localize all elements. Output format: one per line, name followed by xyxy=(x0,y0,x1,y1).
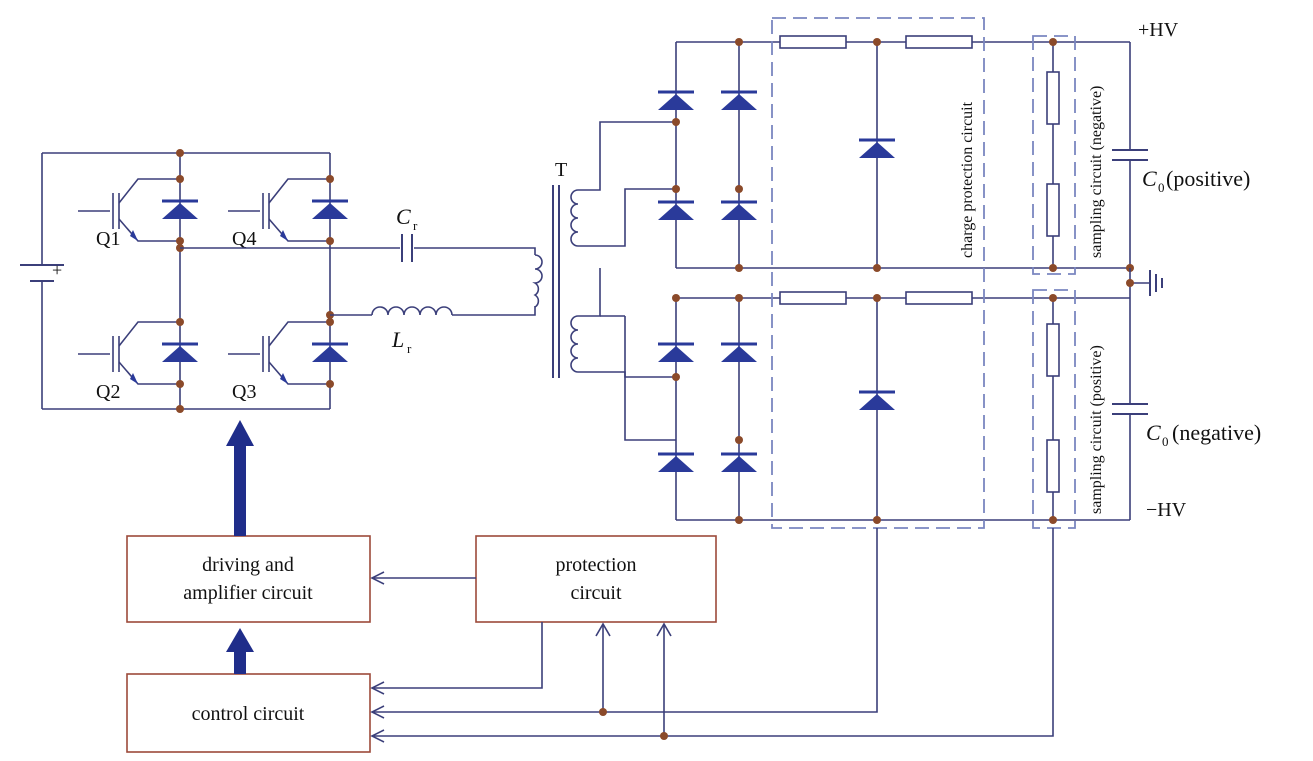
thick-arrow-up-to-driver xyxy=(226,628,254,674)
svg-text:0: 0 xyxy=(1162,434,1169,449)
q1-label: Q1 xyxy=(96,228,120,250)
driving-line2: amplifier circuit xyxy=(183,582,313,604)
dc-source-battery: + xyxy=(20,260,64,298)
lower-rectifier xyxy=(656,291,1148,524)
control-blocks: driving and amplifier circuit protection… xyxy=(126,420,1054,753)
control-circuit-box xyxy=(126,673,371,753)
hv-positive-label: +HV xyxy=(1138,19,1179,41)
charge-protection-label: charge protection circuit xyxy=(959,101,976,258)
lr-subscript: r xyxy=(407,341,412,356)
q2-label: Q2 xyxy=(96,381,120,403)
svg-text:0: 0 xyxy=(1158,180,1165,195)
resonant-tank: C r L r xyxy=(180,204,536,356)
charge-protection-region xyxy=(771,17,985,529)
protection-line2: circuit xyxy=(570,582,622,604)
svg-text:C: C xyxy=(1142,166,1157,191)
q3-label: Q3 xyxy=(232,381,256,403)
igbt-q4 xyxy=(228,178,348,242)
c0-positive-label: C 0 (positive) xyxy=(1142,166,1250,195)
battery-plus-label: + xyxy=(52,260,62,280)
thick-arrow-up-to-bridge xyxy=(226,420,254,536)
h-bridge: + xyxy=(20,149,348,413)
driving-amplifier-box xyxy=(126,535,371,623)
c0-negative-label: C 0 (negative) xyxy=(1146,420,1261,449)
transformer-label: T xyxy=(555,159,567,181)
q4-label: Q4 xyxy=(232,228,256,250)
primary-winding xyxy=(532,254,543,308)
dashed-regions xyxy=(771,17,1076,529)
sampling-negative-label: sampling circuit (negative) xyxy=(1088,86,1105,258)
svg-text:C: C xyxy=(1146,420,1161,445)
protection-line1: protection xyxy=(555,554,636,576)
sampling-positive-label: sampling circuit (positive) xyxy=(1088,345,1105,514)
igbt-q1 xyxy=(78,178,198,242)
svg-text:(positive): (positive) xyxy=(1166,166,1250,191)
control-label: control circuit xyxy=(192,703,305,725)
svg-text:(negative): (negative) xyxy=(1172,420,1261,445)
lr-inductor xyxy=(371,306,453,316)
secondary-winding-lower xyxy=(570,315,579,373)
cr-label: C xyxy=(396,204,411,229)
protection-circuit-box xyxy=(475,535,717,623)
cr-subscript: r xyxy=(413,218,418,233)
hv-negative-label: −HV xyxy=(1146,499,1187,521)
igbt-q3 xyxy=(228,321,348,385)
upper-rectifier xyxy=(656,35,1148,272)
igbt-q2 xyxy=(78,321,198,385)
transformer: T xyxy=(532,121,676,441)
ground-icon xyxy=(1126,268,1163,298)
driving-line1: driving and xyxy=(202,554,294,576)
secondary-winding-upper xyxy=(570,189,579,247)
bridge-nodes xyxy=(176,149,334,413)
lr-label: L xyxy=(391,327,404,352)
